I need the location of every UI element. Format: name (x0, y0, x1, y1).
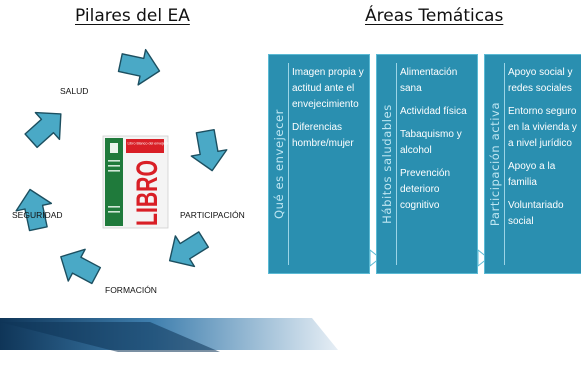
left-title: Pilares del EA (75, 6, 190, 26)
pillar-formacion: FORMACIÓN (105, 285, 157, 295)
arrow-top (117, 48, 161, 86)
area-item: Voluntariado social (508, 200, 564, 227)
connector-arrow-1 (369, 248, 381, 268)
area-panel-participacion-activa: Participación activa Apoyo social y rede… (484, 54, 581, 274)
right-title: Áreas Temáticas (365, 6, 504, 26)
area-item: Entorno seguro en la vivienda y a nivel … (508, 106, 577, 149)
ribbon-decoration (0, 318, 338, 372)
book-cover: Libro Blanco del envejecimiento activo L… (102, 135, 189, 229)
pillar-seguridad: SEGURIDAD (12, 210, 63, 220)
arrow-left (15, 188, 53, 232)
area-item: Actividad física (400, 106, 467, 117)
pillar-salud: SALUD (60, 86, 89, 96)
connector-arrow-2 (477, 248, 489, 268)
arrow-right (190, 128, 228, 172)
arrow-upper-left (24, 111, 62, 149)
area-item: Apoyo a la familia (508, 161, 556, 188)
area-item: Imagen propia y actitud ante el envejeci… (292, 67, 364, 110)
arrow-bottom (60, 248, 102, 285)
area-label: Hábitos saludables (379, 104, 394, 224)
area-item: Tabaquismo y alcohol (400, 129, 462, 156)
area-item: Diferencias hombre/mujer (292, 122, 354, 149)
arrow-lower-right (168, 231, 210, 268)
pillar-participacion: PARTICIPACIÓN (180, 210, 245, 220)
area-label: Participación activa (487, 101, 502, 227)
area-item: Alimentación sana (400, 67, 458, 94)
area-item: Apoyo social y redes sociales (508, 67, 573, 94)
area-panel-que-es-envejecer: Qué es envejecer Imagen propia y actitud… (268, 54, 370, 274)
area-label: Qué es envejecer (271, 108, 286, 220)
cycle-arrows (15, 48, 228, 285)
area-panel-habitos-saludables: Hábitos saludables Alimentación sana Act… (376, 54, 478, 274)
area-item: Prevención deterioro cognitivo (400, 168, 451, 211)
book-subtitle: Libro Blanco del envejecimiento activo (128, 142, 189, 146)
book-big-text: LIBRO (131, 160, 164, 226)
